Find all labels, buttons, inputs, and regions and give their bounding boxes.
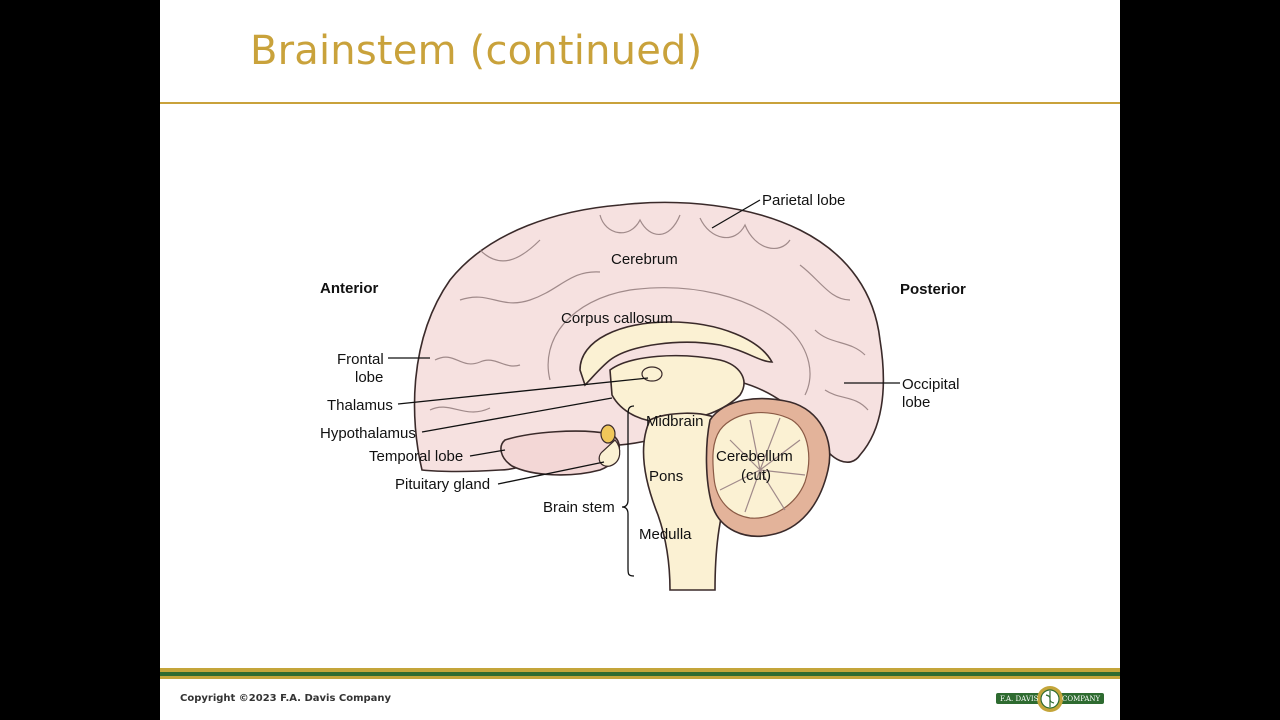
cerebrum-sulcus: [699, 217, 791, 249]
posterior-label: Posterior: [900, 281, 966, 298]
copyright-text: Copyright ©2023 F.A. Davis Company: [180, 693, 392, 704]
cerebrum-sulcus: [824, 389, 869, 411]
frontal-lobe-label-line2: lobe: [355, 369, 383, 386]
hypothalamus-leader: [421, 397, 613, 433]
pons-label: Pons: [649, 468, 683, 485]
midbrain-label: Midbrain: [646, 413, 704, 430]
corpus-callosum-shape: [579, 321, 774, 387]
brain-stem-bracket: [621, 405, 635, 577]
cerebrum-sulcus: [799, 264, 851, 301]
occipital-lobe-label-line1: Occipital: [902, 376, 960, 393]
cerebrum-label: Cerebrum: [611, 251, 678, 268]
title-divider: [160, 102, 1120, 104]
fa-davis-logo: F.A. DAVIS COMPANY: [996, 684, 1104, 714]
cerebellum-inner: [712, 411, 810, 519]
temporal-lobe-label: Temporal lobe: [369, 448, 463, 465]
cerebrum-sulcus: [479, 239, 541, 262]
logo-text-right: COMPANY: [1062, 695, 1101, 703]
slide-title: Brainstem (continued): [250, 28, 703, 74]
cerebellum-label-line1: Cerebellum: [716, 448, 793, 465]
temporal-lobe-shape: [500, 430, 621, 476]
cerebrum-sulcus: [434, 356, 521, 367]
cerebellum-label-line2: (cut): [741, 467, 771, 484]
footer-rule-gold: [160, 668, 1120, 672]
parietal-lobe-label: Parietal lobe: [762, 192, 845, 209]
cerebrum-sulcus: [599, 214, 681, 235]
hypothalamus-label: Hypothalamus: [320, 425, 416, 442]
thalamus-leader: [397, 377, 649, 405]
frontal-lobe-label-line1: Frontal: [337, 351, 384, 368]
temporal-lobe-leader: [469, 449, 506, 457]
cerebrum-sulcus: [429, 406, 491, 413]
brain-diagram: Anterior Posterior Parietal lobe Cerebru…: [320, 192, 966, 591]
brain-stem-label: Brain stem: [543, 499, 615, 516]
pituitary-gland-leader: [497, 461, 605, 485]
cerebrum-sulcus: [459, 271, 601, 304]
pituitary-gland-shape: [600, 424, 616, 444]
occipital-lobe-label-line2: lobe: [902, 394, 930, 411]
cerebellum-folia: [719, 417, 806, 513]
thalamus-label: Thalamus: [327, 397, 393, 414]
parietal-lobe-leader: [711, 199, 761, 229]
slide: Brainstem (continued) Anterior: [160, 0, 1120, 720]
cerebrum-sulcus: [814, 329, 866, 356]
footer-rule-gold-lower: [160, 676, 1120, 679]
medulla-label: Medulla: [639, 526, 692, 543]
pituitary-stalk: [598, 439, 621, 467]
corpus-callosum-label: Corpus callosum: [561, 310, 673, 327]
logo-text-left: F.A. DAVIS: [1000, 695, 1039, 703]
footer-rule-green: [160, 672, 1120, 676]
pituitary-gland-label: Pituitary gland: [395, 476, 490, 493]
anterior-label: Anterior: [320, 280, 379, 297]
cingulate-sulcus: [547, 287, 811, 396]
